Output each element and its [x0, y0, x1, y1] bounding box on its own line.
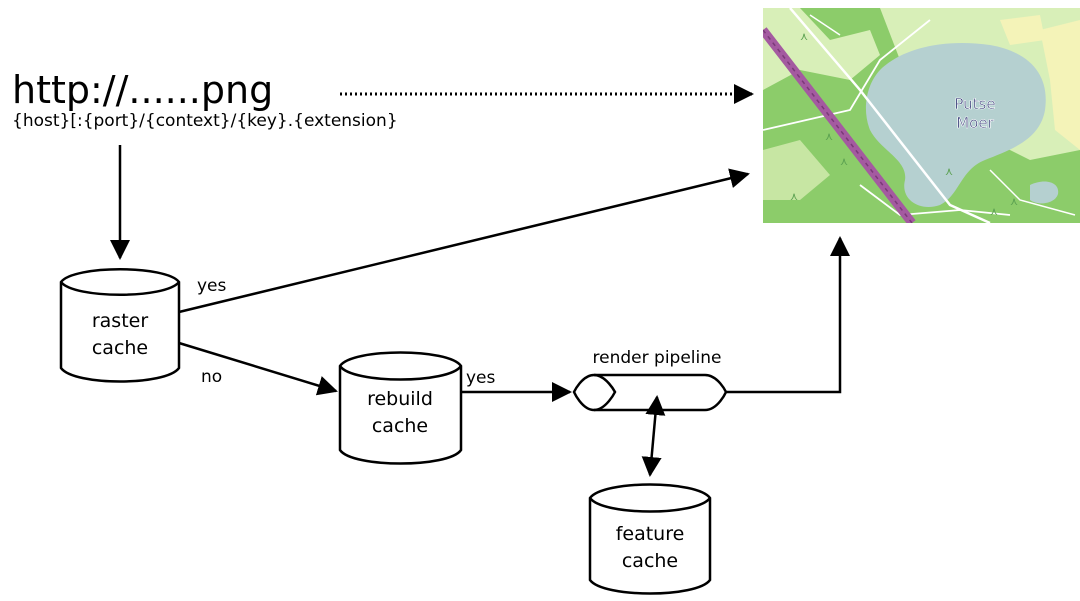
- raster-no-arrow: [178, 341, 338, 396]
- raster-yes-arrow: [178, 168, 750, 314]
- svg-text:⋏: ⋏: [825, 130, 833, 143]
- raster-yes-label: yes: [197, 276, 227, 296]
- rebuild-yes-label: yes: [466, 368, 496, 388]
- svg-text:⋏: ⋏: [945, 165, 953, 178]
- url-template: {host}[:{port}/{context}/{key}.{extensio…: [12, 111, 398, 131]
- map-place-label-line1: Putse: [954, 95, 995, 113]
- svg-text:⋏: ⋏: [990, 205, 998, 218]
- map-tile: ⋏ ⋏ ⋏ ⋏ ⋏ ⋏ ⋏ Putse Moer: [763, 8, 1080, 223]
- url-title: http://......png: [12, 68, 273, 112]
- lake-shape: [865, 42, 1046, 208]
- raster-cache-label-line1: raster: [92, 310, 148, 332]
- feature-cache-node: feature cache: [588, 483, 712, 595]
- svg-text:⋏: ⋏: [840, 155, 848, 168]
- raster-cache-label-line2: cache: [92, 337, 148, 359]
- rebuild-cache-node: rebuild cache: [338, 351, 463, 465]
- rebuild-cache-label-line2: cache: [372, 415, 428, 437]
- feature-cache-label-line2: cache: [622, 550, 678, 572]
- map-place-label-line2: Moer: [956, 114, 994, 132]
- raster-no-label: no: [201, 367, 222, 387]
- pipeline-to-map-arrow: [726, 236, 850, 394]
- svg-text:⋏: ⋏: [800, 30, 808, 43]
- svg-text:⋏: ⋏: [1010, 195, 1018, 208]
- rebuild-cache-label-line1: rebuild: [367, 388, 433, 410]
- render-pipeline-label: render pipeline: [593, 348, 722, 368]
- feature-cache-label-line1: feature: [616, 523, 685, 545]
- render-pipeline-node: render pipeline: [572, 348, 728, 412]
- raster-cache-node: raster cache: [59, 268, 181, 383]
- svg-text:⋏: ⋏: [790, 190, 798, 203]
- pipeline-feature-double-arrow: [641, 395, 666, 477]
